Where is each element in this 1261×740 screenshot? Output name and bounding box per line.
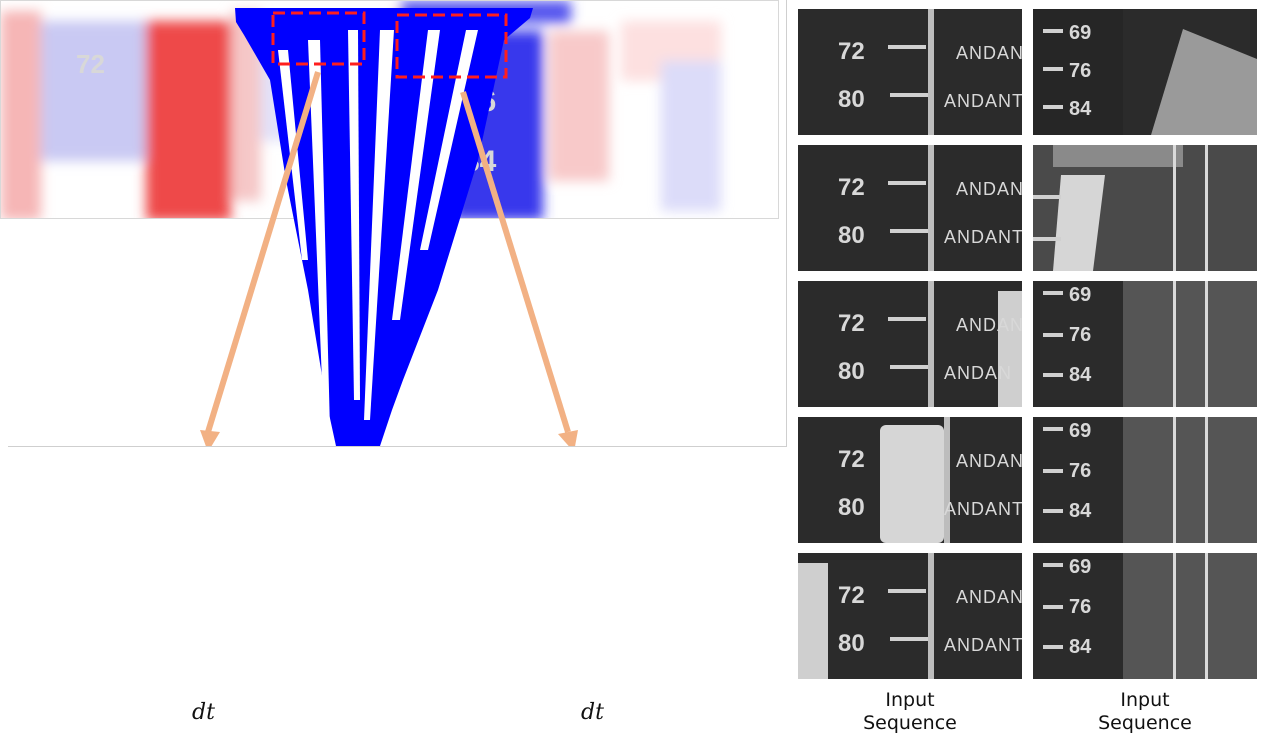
metronome-mask [235,8,533,446]
dt-label-right: dt [581,700,604,725]
svg-text:84: 84 [1069,636,1092,658]
svg-text:80: 80 [838,494,865,521]
segmentation-mask-panel [8,0,787,452]
svg-text:69: 69 [1069,284,1091,306]
highlight-box-right [395,13,508,79]
input-frame-right-4: 69 76 84 [1033,417,1257,543]
top-panel-right-border [786,0,787,446]
svg-text:ANDAN: ANDAN [956,179,1022,199]
caption-input-sequence-right: Input Sequence [1033,689,1257,735]
highlight-box-left [271,11,366,66]
svg-text:84: 84 [1069,364,1092,386]
frame-number-76: 76 [1069,60,1091,82]
svg-text:76: 76 [1069,596,1091,618]
svg-text:80: 80 [838,630,865,657]
svg-text:76: 76 [1069,460,1091,482]
frame-number-72: 72 [838,38,865,65]
svg-text:ANDAN: ANDAN [944,363,1012,383]
svg-text:ANDAN: ANDAN [956,451,1022,471]
dt-number-72: 72 [76,49,105,79]
input-frame-right-5: 69 76 84 [1033,553,1257,679]
input-frame-left-4: 72 80 ANDAN ANDANT [798,417,1022,543]
svg-text:72: 72 [838,446,865,473]
mask-gaps [278,30,478,430]
svg-text:ANDAN: ANDAN [956,315,1022,335]
svg-text:84: 84 [1069,500,1092,522]
input-frame-left-1: 72 80 ANDAN ANDANT [798,9,1022,135]
svg-text:80: 80 [838,358,865,385]
frame-number-84: 84 [1069,98,1092,120]
svg-text:ANDAN: ANDAN [956,587,1022,607]
frame-word-andant: ANDANT [944,91,1022,111]
svg-text:72: 72 [838,310,865,337]
svg-text:72: 72 [838,174,865,201]
caption-line2: Sequence [1098,712,1192,734]
input-frame-right-1: 69 76 84 [1033,9,1257,135]
input-frame-left-2: 72 80 ANDAN ANDANT [798,145,1022,271]
svg-text:ANDANT: ANDANT [944,635,1022,655]
caption-input-sequence-left: Input Sequence [798,689,1022,735]
input-frame-right-3: 69 76 84 [1033,281,1257,407]
svg-text:72: 72 [838,582,865,609]
frame-word-andan: ANDAN [956,43,1022,63]
top-panel-bottom-border [8,446,787,447]
caption-line2: Sequence [863,712,957,734]
svg-text:ANDANT: ANDANT [944,227,1022,247]
frame-number-80: 80 [838,86,865,113]
caption-line1: Input [885,689,935,711]
svg-text:ANDANT: ANDANT [944,499,1022,519]
input-frame-left-5: 72 80 ANDAN ANDANT [798,553,1022,679]
frame-number-69: 69 [1069,22,1091,44]
dt-label-left: dt [192,700,215,725]
svg-text:69: 69 [1069,420,1091,442]
zoom-arrows [200,71,578,452]
svg-text:69: 69 [1069,556,1091,578]
input-frame-right-2 [1033,145,1257,271]
svg-text:76: 76 [1069,324,1091,346]
svg-text:80: 80 [838,222,865,249]
caption-line1: Input [1120,689,1170,711]
input-frame-left-3: 72 80 ANDAN ANDAN [798,281,1022,407]
